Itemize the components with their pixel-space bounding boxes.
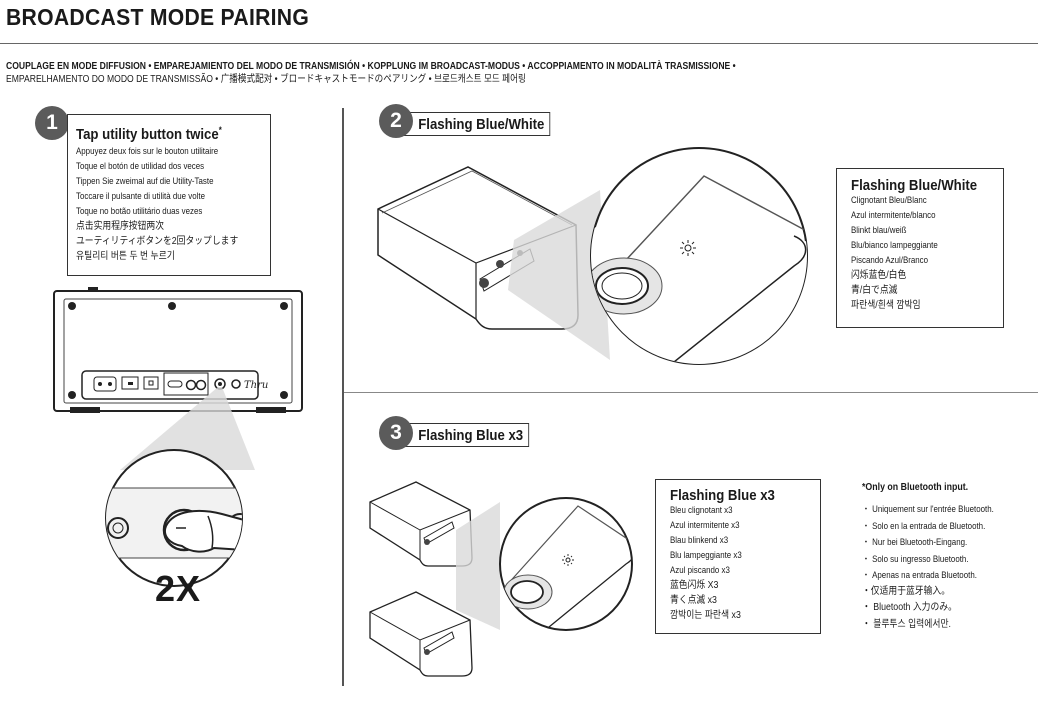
step-3-zoom-cone	[456, 502, 500, 630]
step-2-line: Blinkt blau/weiß	[851, 225, 907, 235]
step-1-badge: 1	[35, 106, 69, 140]
step-2-translations: Clignotant Bleu/Blanc Azul intermitente/…	[851, 193, 985, 313]
step-1-translations: Appuyez deux fois sur le bouton utilitai…	[76, 144, 247, 264]
step-3-line: 青く点滅 x3	[670, 595, 717, 606]
step-3-line: 蓝色闪烁 X3	[670, 580, 719, 591]
step-1-instruction-box: Tap utility button twice* Appuyez deux f…	[67, 114, 271, 276]
step-3-label: Flashing Blue x3	[398, 423, 530, 447]
step-3-status-box: Flashing Blue x3 Bleu clignotant x3 Azul…	[655, 479, 821, 634]
step-2-line: Blu/bianco lampeggiante	[851, 240, 938, 250]
header-divider	[0, 43, 1038, 44]
step-3-badge: 3	[379, 416, 413, 450]
translated-titles-line-1: COUPLAGE EN MODE DIFFUSION • EMPAREJAMIE…	[6, 61, 736, 72]
step-1-line: Toque no botão utilitário duas vezes	[76, 206, 203, 216]
step-3-line: Azul intermitente x3	[670, 520, 740, 530]
step-2-zoom-cone	[508, 190, 610, 360]
step-2-line: 闪烁蓝色/白色	[851, 270, 907, 281]
step-1-heading: Tap utility button twice*	[76, 125, 247, 143]
step-2-label: Flashing Blue/White	[398, 112, 551, 136]
step-3-line: Blau blinkend x3	[670, 535, 729, 545]
step-3-zoom-detail	[499, 497, 633, 631]
step-1-line: Toque el botón de utilidad dos veces	[76, 161, 205, 171]
step-1-zoom-detail	[105, 449, 243, 587]
step-3-translations: Bleu clignotant x3 Azul intermitente x3 …	[670, 503, 802, 623]
bluetooth-footnote: *Only on Bluetooth input. ・ Uniquement s…	[862, 482, 1029, 633]
row-divider	[344, 392, 1038, 393]
footnote-line: ・ Nur bei Bluetooth-Eingang.	[862, 537, 968, 547]
footnote-line: ・ Bluetooth 入力のみ。	[862, 602, 957, 613]
translated-titles-line-2: EMPARELHAMENTO DO MODO DE TRANSMISSÃO • …	[6, 74, 526, 85]
step-3-line: Bleu clignotant x3	[670, 505, 733, 515]
step-1-line: ユーティリティボタンを2回タップします	[76, 236, 239, 247]
footnote-line: ・仅适用于蓝牙输入。	[862, 585, 950, 597]
footnote-line: ・ Apenas na entrada Bluetooth.	[862, 570, 977, 580]
step-3-line: Blu lampeggiante x3	[670, 550, 742, 560]
step-2-line: Clignotant Bleu/Blanc	[851, 195, 927, 205]
step-1-footnote-mark: *	[218, 125, 222, 135]
step-2-box-heading: Flashing Blue/White	[851, 177, 978, 194]
led-flash-icon	[562, 554, 574, 566]
column-divider	[342, 108, 344, 686]
footnote-line: ・ Solo en la entrada de Bluetooth.	[862, 520, 986, 531]
step-3-speaker-illustration-bottom	[369, 591, 473, 677]
step-2-zoom-detail	[590, 147, 808, 365]
step-1-line: 点击实用程序按钮两次	[76, 221, 164, 232]
footnote-line: ・ 블루투스 입력에서만.	[862, 618, 952, 630]
step-1-line: Toccare il pulsante di utilità due volte	[76, 191, 206, 201]
step-1-line: 유틸리티 버튼 두 번 누르기	[76, 251, 175, 262]
rear-port-label: Thru	[244, 380, 268, 391]
translated-titles: COUPLAGE EN MODE DIFFUSION • EMPAREJAMIE…	[6, 60, 892, 86]
led-flash-icon	[680, 240, 696, 256]
step-3-line: 깜박이는 파란색 x3	[670, 610, 741, 621]
tap-count-label: 2X	[155, 568, 202, 609]
step-2-line: 파란색/흰색 깜박임	[851, 300, 921, 311]
step-2-line: Piscando Azul/Branco	[851, 255, 929, 265]
step-1-line: Appuyez deux fois sur le bouton utilitai…	[76, 146, 219, 156]
step-1-line: Tippen Sie zweimal auf die Utility-Taste	[76, 176, 214, 186]
step-1-zoom-cone	[120, 387, 255, 470]
footnote-line: ・ Solo su ingresso Bluetooth.	[862, 553, 969, 564]
step-3-line: Azul piscando x3	[670, 565, 730, 575]
footnote-line: ・ Uniquement sur l'entrée Bluetooth.	[862, 504, 994, 514]
step-1-heading-text: Tap utility button twice	[76, 126, 219, 143]
step-2-line: 青/白で点滅	[851, 285, 898, 296]
page-title: BROADCAST MODE PAIRING	[6, 4, 310, 30]
step-2-status-box: Flashing Blue/White Clignotant Bleu/Blan…	[836, 168, 1004, 328]
step-2-badge: 2	[379, 104, 413, 138]
step-2-line: Azul intermitente/blanco	[851, 210, 936, 220]
step-3-box-heading: Flashing Blue x3	[670, 487, 775, 504]
footnote-heading: *Only on Bluetooth input.	[862, 482, 969, 493]
speaker-rear-illustration: Thru	[53, 287, 303, 413]
